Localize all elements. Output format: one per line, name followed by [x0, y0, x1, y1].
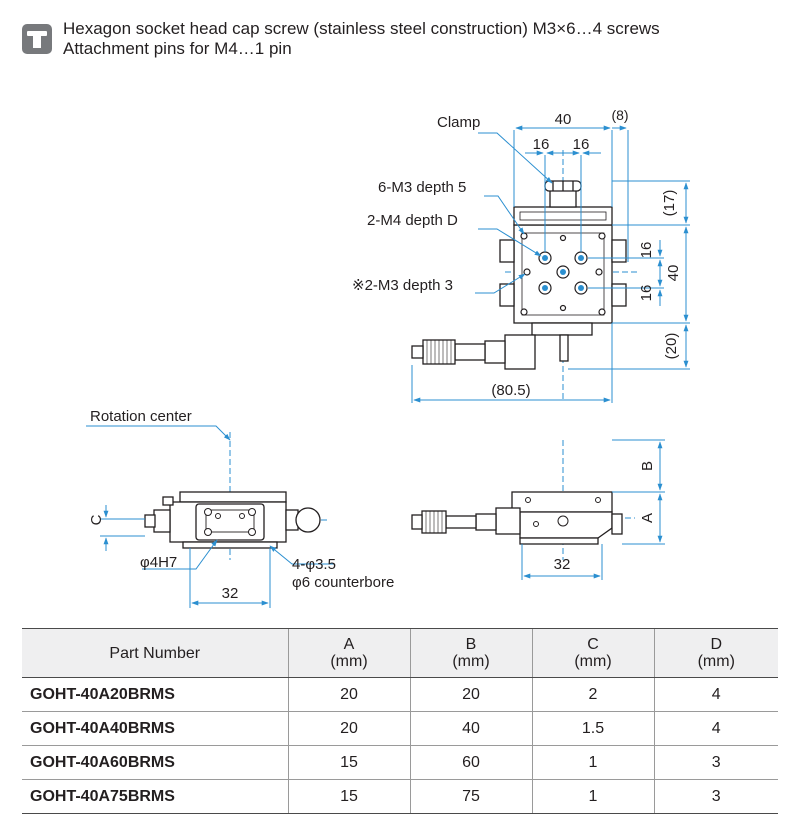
header-d: D(mm)	[653, 628, 778, 678]
header-b: B(mm)	[409, 628, 532, 678]
dim-20-label: (20)	[663, 333, 680, 360]
dim-a-label: A	[639, 513, 656, 523]
dim-16-right-label: 16	[573, 136, 590, 153]
front-dim-32-label: 32	[222, 585, 239, 602]
header-c: C(mm)	[531, 628, 654, 678]
dim-16-left-label: 16	[533, 136, 550, 153]
holes-m4-label: 2-M4 depth D	[367, 212, 458, 229]
screw-note: Hexagon socket head cap screw (stainless…	[63, 19, 660, 38]
holes-m3-label: 6-M3 depth 5	[378, 179, 466, 196]
holes-m3-note-label: ※2-M3 depth 3	[352, 277, 453, 294]
dim-offset-label: (8)	[611, 107, 628, 123]
value-c-cell: 1	[531, 745, 654, 780]
counterbore-label: φ6 counterbore	[292, 574, 394, 591]
header-a: A(mm)	[287, 628, 410, 678]
value-d-cell: 4	[653, 677, 778, 712]
dim-height-label: 40	[665, 265, 682, 282]
value-c-cell: 1.5	[531, 711, 654, 746]
spec-table: Part Number A(mm) B(mm) C(mm) D(mm) GOHT…	[22, 628, 778, 814]
part-number-cell: GOHT-40A20BRMS	[22, 677, 288, 712]
clamp-label: Clamp	[437, 114, 480, 131]
side-dim-32-label: 32	[554, 556, 571, 573]
table-row: GOHT-40A60BRMS 15 60 1 3	[22, 745, 778, 780]
table-row: GOHT-40A20BRMS 20 20 2 4	[22, 677, 778, 712]
pin-note: Attachment pins for M4…1 pin	[63, 39, 292, 58]
dim-16-lower-label: 16	[638, 285, 655, 302]
value-a-cell: 20	[287, 711, 410, 746]
value-c-cell: 1	[531, 779, 654, 814]
value-d-cell: 3	[653, 745, 778, 780]
screw-icon	[22, 24, 52, 54]
value-a-cell: 20	[287, 677, 410, 712]
value-b-cell: 40	[409, 711, 532, 746]
technical-drawing: Clamp 40 (8) 16 16 6-M3 depth 5 2-M4 dep…	[86, 107, 690, 608]
notes-header: Hexagon socket head cap screw (stainless…	[22, 16, 792, 60]
table-row: GOHT-40A40BRMS 20 40 1.5 4	[22, 711, 778, 746]
part-number-cell: GOHT-40A60BRMS	[22, 745, 288, 780]
front-view: Rotation center C φ4H7 4-φ3.5 φ6 counter…	[86, 408, 394, 608]
pin-hole-label: φ4H7	[140, 554, 177, 571]
value-a-cell: 15	[287, 745, 410, 780]
dim-16-upper-label: 16	[638, 242, 655, 259]
value-b-cell: 20	[409, 677, 532, 712]
value-c-cell: 2	[531, 677, 654, 712]
header-part-number: Part Number	[22, 628, 288, 678]
part-number-cell: GOHT-40A40BRMS	[22, 711, 288, 746]
dim-17-label: (17)	[661, 190, 678, 217]
value-b-cell: 60	[409, 745, 532, 780]
value-d-cell: 3	[653, 779, 778, 814]
value-a-cell: 15	[287, 779, 410, 814]
rotation-center-label: Rotation center	[90, 408, 192, 425]
top-view: Clamp 40 (8) 16 16 6-M3 depth 5 2-M4 dep…	[352, 107, 690, 403]
table-row: GOHT-40A75BRMS 15 75 1 3	[22, 779, 778, 814]
value-d-cell: 4	[653, 711, 778, 746]
dim-b-label: B	[639, 461, 656, 471]
dim-width-label: 40	[555, 111, 572, 128]
side-view: B A 32	[411, 439, 665, 580]
dim-c-label: C	[88, 514, 105, 525]
value-b-cell: 75	[409, 779, 532, 814]
table-header-row: Part Number A(mm) B(mm) C(mm) D(mm)	[22, 628, 778, 678]
mount-holes-label: 4-φ3.5	[292, 556, 336, 573]
dim-overall-label: (80.5)	[491, 382, 530, 399]
part-number-cell: GOHT-40A75BRMS	[22, 779, 288, 814]
